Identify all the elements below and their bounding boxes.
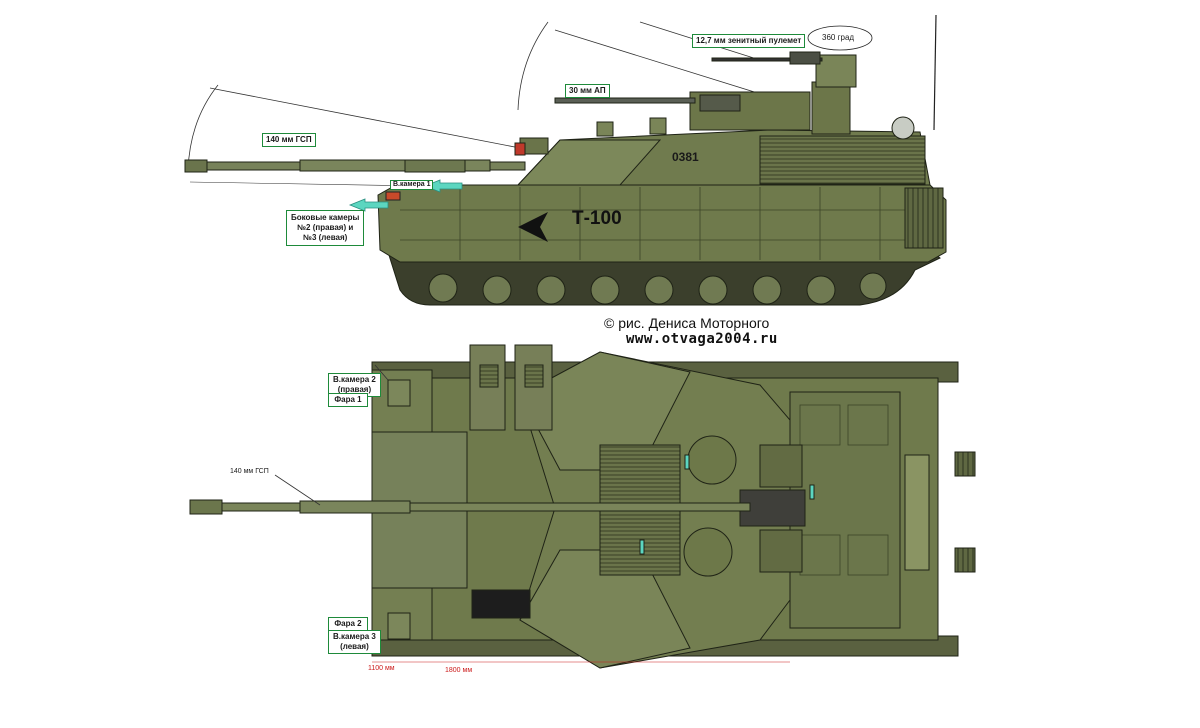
sight-line-2 <box>554 29 781 101</box>
camera-2-label-line2: (правая) <box>337 385 372 394</box>
engine-vent-lower <box>471 589 531 619</box>
cyan-sensor-2 <box>809 484 815 500</box>
dimension-1100: 1100 мм <box>368 665 395 672</box>
dimension-1800: 1800 мм <box>445 667 473 674</box>
headlight-1-box <box>387 379 411 407</box>
cannon-elevation-arc <box>517 21 549 111</box>
deck-panels <box>799 404 889 576</box>
headlight-2-label: Фара 2 <box>328 617 368 631</box>
rws-top <box>759 444 803 488</box>
side-camera-arrow <box>348 198 389 212</box>
cannon-mantlet <box>699 94 741 112</box>
rear-grille <box>904 187 944 249</box>
bore-evacuator <box>404 159 466 173</box>
road-wheels <box>428 272 887 305</box>
main-gun-label-top: 140 мм ГСП <box>230 468 269 475</box>
side-arrows <box>348 179 463 212</box>
rws-head <box>815 54 857 88</box>
side-cameras-label: Боковые камеры №2 (правая) и №3 (левая) <box>286 210 365 246</box>
headlight-2-box <box>387 612 411 640</box>
autocannon-label: 30 мм АП <box>565 84 610 98</box>
engine-deck <box>789 391 901 629</box>
cannon-module-top-lower <box>759 529 803 573</box>
main-gun-leader <box>274 474 321 506</box>
headlight-1-label: Фара 1 <box>328 393 368 407</box>
top-view <box>189 344 976 669</box>
exhaust-lower <box>954 547 976 573</box>
vent-grille-2 <box>524 364 544 388</box>
hull-panels <box>400 187 928 260</box>
sight-line-4 <box>189 181 421 187</box>
turret-lower-wedge <box>519 549 691 669</box>
camera-1-label: В.камера 1 <box>390 180 434 190</box>
side-cameras-label-line2: №2 (правая) и <box>297 223 354 232</box>
muzzle-top <box>189 499 223 515</box>
turret-front <box>516 139 662 186</box>
aa-mg-barrel <box>711 57 823 62</box>
antenna <box>933 14 937 131</box>
hull <box>377 184 947 263</box>
muzzle <box>184 159 208 173</box>
vent-grille-1 <box>479 364 499 388</box>
cannon-module-top <box>739 489 806 527</box>
main-gun-label-side: 140 мм ГСП <box>262 133 316 147</box>
turret-upper-wedge <box>519 351 691 471</box>
main-gun-top <box>189 502 751 512</box>
turret-number: 0381 <box>672 150 699 164</box>
rotation-label: 360 град <box>822 33 855 42</box>
camera-2-label: В.камера 2 (правая) <box>328 373 381 397</box>
red-sensor <box>514 142 526 156</box>
commander-cupola <box>687 435 737 485</box>
camera-3-label-line2: (левая) <box>340 642 369 651</box>
gunner-cupola <box>683 527 733 577</box>
side-cameras-label-line3: №3 (левая) <box>303 233 348 242</box>
camera-1-arrow <box>423 179 463 193</box>
camera-2-label-line1: В.камера 2 <box>333 375 376 384</box>
storage-box-1 <box>596 121 614 137</box>
rotation-ellipse <box>807 25 873 51</box>
camera-3-label-line1: В.камера 3 <box>333 632 376 641</box>
gun-elevation-arc <box>187 84 219 171</box>
storage-box-2 <box>649 117 667 135</box>
side-cameras-label-line1: Боковые камеры <box>291 213 360 222</box>
camera-2-leader <box>374 364 389 381</box>
front-light <box>385 191 401 201</box>
credit-line: © рис. Дениса Моторного <box>604 315 770 331</box>
cyan-sensor-3 <box>639 539 645 555</box>
turret-side-grille <box>759 135 926 185</box>
chevron-marking <box>518 212 548 242</box>
autocannon-barrel <box>554 97 696 104</box>
aa-mg-label: 12,7 мм зенитный пулемет <box>692 34 806 48</box>
gun-sleeve <box>299 159 491 172</box>
gun-sleeve-top <box>299 500 411 514</box>
camera-3-label: В.камера 3 (левая) <box>328 630 381 654</box>
cyan-sensor-1 <box>684 454 690 470</box>
aa-mg-body <box>789 51 821 65</box>
website: www.otvaga2004.ru <box>626 331 778 347</box>
model-name: Т-100 <box>572 208 622 229</box>
side-view <box>184 14 947 306</box>
rws-mast <box>811 81 851 135</box>
sensor-disc <box>891 116 915 140</box>
exhaust-upper <box>954 451 976 477</box>
rear-rail <box>904 454 930 571</box>
sight-line-1 <box>209 87 521 149</box>
